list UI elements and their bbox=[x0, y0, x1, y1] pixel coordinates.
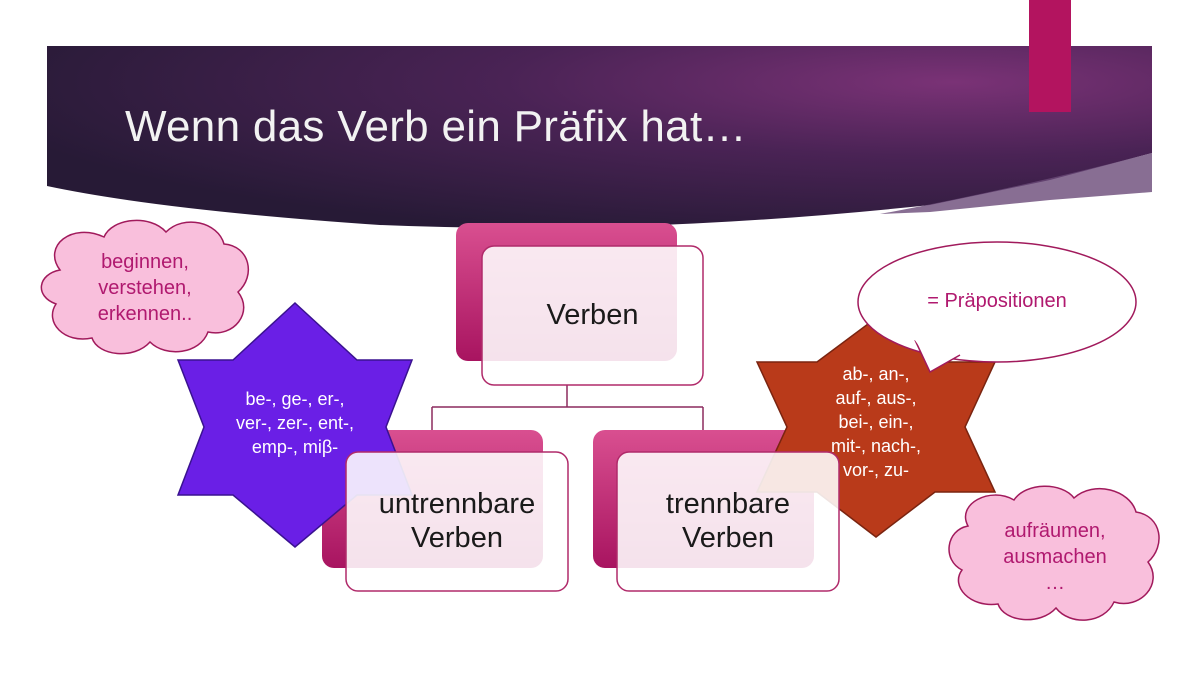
cloud-top-left bbox=[40, 219, 249, 355]
cloud-bottom-right-text: aufräumen, ausmachen … bbox=[955, 518, 1155, 596]
callout-text: = Präpositionen bbox=[927, 290, 1067, 312]
child-node-front-2 bbox=[616, 451, 840, 592]
cloud-bottom-right-line2: ausmachen bbox=[1003, 546, 1107, 568]
header-band bbox=[47, 46, 1152, 228]
right-star-line5: vor-, zu- bbox=[842, 460, 909, 480]
cloud-bottom-right-line1: aufräumen, bbox=[1004, 520, 1106, 542]
hierarchy-connectors bbox=[431, 385, 704, 430]
root-node-label: Verben bbox=[546, 299, 639, 331]
header-sweep bbox=[880, 153, 1152, 214]
child-node-2-line2: Verben bbox=[682, 522, 774, 554]
child-node-label-1: untrennbare Verben bbox=[346, 487, 568, 555]
child-node-2-line1: trennbare bbox=[665, 488, 791, 520]
cloud-top-left-text: beginnen, verstehen, erkennen.. bbox=[50, 249, 240, 327]
cloud-top-left-line1: beginnen, bbox=[101, 251, 189, 273]
left-star-line2: ver-, zer-, ent-, bbox=[235, 413, 355, 433]
right-star-line3: bei-, ein-, bbox=[838, 412, 914, 432]
left-star-text: be-, ge-, er-, ver-, zer-, ent-, emp-, m… bbox=[200, 387, 390, 459]
left-star-line3: emp-, miβ- bbox=[251, 437, 339, 457]
cloud-bottom-right bbox=[948, 485, 1160, 621]
cloud-top-left-line3: erkennen.. bbox=[97, 303, 193, 325]
right-star-text: ab-, an-, auf-, aus-, bei-, ein-, mit-, … bbox=[786, 362, 966, 482]
slide-title: Wenn das Verb ein Präfix hat… bbox=[125, 102, 747, 151]
left-star-line1: be-, ge-, er-, bbox=[245, 389, 345, 409]
child-node-front-1 bbox=[345, 451, 569, 592]
child-node-1-line2: Verben bbox=[411, 522, 503, 554]
child-node-1-line1: untrennbare bbox=[378, 488, 536, 520]
root-node-front bbox=[481, 245, 704, 386]
right-star-line2: auf-, aus-, bbox=[835, 388, 917, 408]
right-star-line1: ab-, an-, bbox=[842, 364, 910, 384]
child-node-label-2: trennbare Verben bbox=[617, 487, 839, 555]
cloud-bottom-right-line3: … bbox=[1045, 572, 1065, 594]
accent-tab bbox=[1029, 0, 1071, 112]
right-star-line4: mit-, nach-, bbox=[830, 436, 922, 456]
callout-bubble bbox=[857, 241, 1137, 374]
cloud-top-left-line2: verstehen, bbox=[98, 277, 192, 299]
